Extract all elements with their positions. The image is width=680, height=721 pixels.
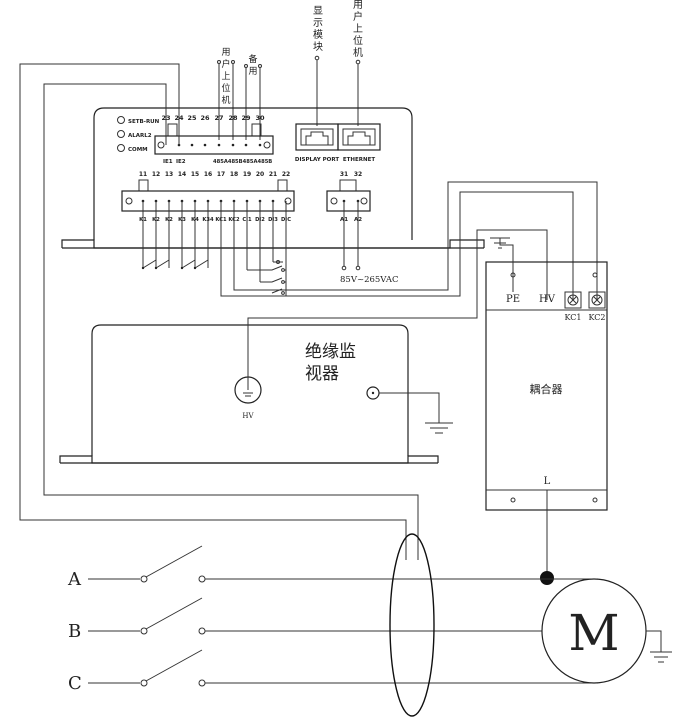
- host-char-3: 上: [353, 23, 363, 35]
- phase-c-label: C: [68, 673, 82, 694]
- monitor-title-line1: 绝缘监: [305, 342, 356, 362]
- host-computer-terminal: [355, 59, 361, 65]
- di-wiring: [246, 201, 287, 296]
- pin-31: 31: [340, 171, 348, 178]
- host-small-char-1: 用: [221, 47, 230, 58]
- coupler-hv-label: HV: [539, 294, 556, 305]
- controller-body: [93, 107, 413, 240]
- status-leds: SETB-RUN ALARL2 COMM: [117, 116, 160, 153]
- ethernet-port: ETHERNET: [337, 123, 381, 163]
- reserved-label: 备 用: [244, 53, 262, 77]
- display-port-label: DISPLAY PORT: [295, 157, 339, 163]
- current-transformer-icon: [389, 533, 435, 717]
- reserved-terminal-b: [258, 64, 262, 68]
- pin-22: 22: [282, 171, 290, 178]
- monitor-title-line2: 视器: [305, 364, 339, 384]
- host-small-terminal-a: [231, 60, 235, 64]
- coupler-pe-label: PE: [506, 294, 520, 305]
- host-small-char-2: 户: [221, 58, 230, 70]
- power-wiring: 85V~265VAC: [340, 201, 399, 285]
- reserved-terminal-a: [244, 64, 248, 68]
- pin-15: 15: [191, 171, 199, 178]
- pin-11: 11: [139, 171, 147, 178]
- three-phase-lines: A B C: [67, 545, 598, 694]
- led-comm-label: COMM: [128, 147, 148, 153]
- pin-25: 25: [187, 114, 197, 122]
- coupler-title: 耦合器: [530, 382, 563, 396]
- pin-27: 27: [214, 114, 223, 122]
- monitor-hv-label: HV: [242, 412, 254, 420]
- insulation-monitor: 绝缘监 视器 HV: [59, 318, 453, 464]
- led-run-icon: [117, 116, 125, 124]
- pin-20: 20: [256, 171, 264, 178]
- top-connector: [154, 135, 274, 155]
- pin-12: 12: [152, 171, 160, 178]
- host-char-2: 户: [353, 10, 363, 23]
- display-port: DISPLAY PORT: [295, 123, 339, 163]
- supply-label: 85V~265VAC: [340, 275, 399, 285]
- host-char-1: 用: [353, 0, 363, 11]
- phase-a-label: A: [67, 569, 82, 590]
- kc1-screw-icon: [567, 294, 579, 306]
- display-module-char-1: 显: [313, 5, 323, 17]
- pin-32: 32: [354, 171, 362, 178]
- pin-30: 30: [255, 114, 265, 122]
- switch-b: [145, 597, 203, 630]
- reserved-char-1: 备: [248, 53, 257, 65]
- ie1-label: IE1: [163, 159, 173, 165]
- pin-29: 29: [241, 114, 251, 122]
- top-terminal-block: 23 24 25 26 27 28 29 30 IE1 IE2 485A485B…: [154, 114, 274, 165]
- host-small-terminal-b: [217, 60, 221, 64]
- pin-19: 19: [243, 171, 251, 178]
- ct-loop-wiring: [19, 63, 419, 560]
- coupler: PE HV KC1 KC2 耦合器 L: [485, 237, 608, 585]
- pin-13: 13: [165, 171, 173, 178]
- host-char-4: 位: [353, 34, 363, 47]
- ie2-label: IE2: [176, 159, 186, 165]
- junction-dot: [540, 571, 554, 585]
- host-small-char-4: 位: [221, 82, 230, 94]
- relay-wiring: [141, 201, 209, 270]
- coupler-kc2-label: KC2: [589, 313, 606, 322]
- kc2-screw-icon: [591, 294, 603, 306]
- coupler-l-label: L: [544, 476, 551, 487]
- pin-14: 14: [178, 171, 186, 178]
- pin-16: 16: [204, 171, 212, 178]
- top-signal-wires: [218, 60, 359, 140]
- pin-26: 26: [200, 114, 210, 122]
- pin-17: 17: [217, 171, 225, 178]
- coupler-kc1-label: KC1: [565, 313, 582, 322]
- display-module-char-3: 模: [313, 29, 323, 41]
- host-char-5: 机: [353, 46, 363, 59]
- pin-21: 21: [269, 171, 277, 178]
- host-small-char-5: 机: [221, 94, 230, 106]
- switch-c: [145, 649, 203, 682]
- led-run-label: SETB-RUN: [128, 119, 160, 125]
- display-module-label: 显 示 模 块: [313, 5, 323, 61]
- display-module-char-4: 块: [313, 41, 323, 53]
- led-alarm-label: ALARL2: [128, 133, 152, 139]
- motor-label: M: [568, 604, 619, 662]
- phase-b-label: B: [68, 621, 81, 642]
- power-terminal-block: 31 32 A1 A2: [326, 171, 371, 223]
- pin-18: 18: [230, 171, 238, 178]
- switch-a: [145, 545, 203, 578]
- ethernet-port-label: ETHERNET: [343, 157, 375, 163]
- motor: M: [541, 578, 672, 684]
- rs485-label: 485A485B485A485B: [213, 159, 272, 165]
- led-alarm-icon: [117, 130, 125, 138]
- led-comm-icon: [117, 144, 125, 152]
- reserved-char-2: 用: [248, 66, 257, 77]
- host-small-char-3: 上: [221, 71, 230, 82]
- host-computer-label: 用 户 上 位 机: [353, 0, 363, 65]
- pin-28: 28: [228, 114, 238, 122]
- display-module-terminal: [314, 55, 320, 61]
- host-computer-small-label: 用 户 上 位 机: [217, 47, 235, 106]
- display-module-char-2: 示: [313, 18, 323, 29]
